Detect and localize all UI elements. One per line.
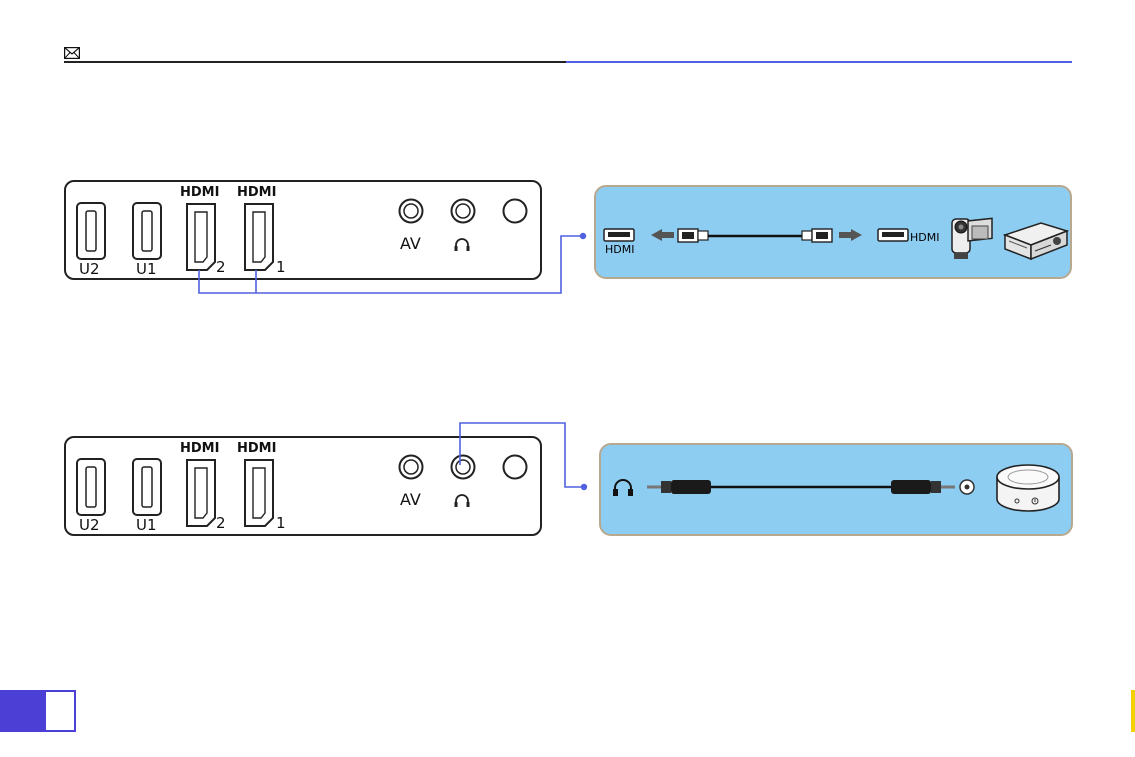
speaker-icon xyxy=(993,459,1063,515)
av-jack xyxy=(398,198,424,224)
headphone-jack xyxy=(450,198,476,224)
hdmi-number-2: 2 xyxy=(216,514,226,532)
camcorder-icon xyxy=(948,209,998,261)
usb-port-1 xyxy=(132,202,162,260)
hdmi-label-port1: HDMI xyxy=(237,441,276,456)
headphone-icon xyxy=(613,480,633,496)
projector-icon xyxy=(1001,219,1071,263)
page-tab xyxy=(0,690,76,732)
hdmi-port-1 xyxy=(243,458,275,528)
hdmi-label-port2: HDMI xyxy=(180,441,219,456)
connection-line-hdmi xyxy=(190,225,590,300)
hdmi-label-port1: HDMI xyxy=(237,185,276,200)
usb-label-u1: U1 xyxy=(136,260,157,278)
page-edge-marker xyxy=(1131,690,1135,732)
hdmi-device-box: HDMI HDMI xyxy=(594,185,1072,279)
hdmi-cable-illustration xyxy=(596,187,1070,277)
usb-port-1 xyxy=(132,458,162,516)
usb-port-2 xyxy=(76,458,106,516)
hdmi-socket-label-right: HDMI xyxy=(910,231,939,244)
hdmi-port-2 xyxy=(185,458,217,528)
usb-label-u1: U1 xyxy=(136,516,157,534)
av-label: AV xyxy=(400,490,421,509)
page-tab-number-area xyxy=(44,690,76,732)
connection-line-audio xyxy=(450,415,590,495)
usb-label-u2: U2 xyxy=(79,260,100,278)
hdmi-label-port2: HDMI xyxy=(180,185,219,200)
hdmi-socket-label-left: HDMI xyxy=(605,243,634,256)
power-jack xyxy=(502,198,528,224)
header-rule xyxy=(64,61,566,63)
audio-device-box xyxy=(599,443,1073,536)
page-tab-accent xyxy=(0,690,44,732)
hdmi-number-1: 1 xyxy=(276,514,286,532)
header-rule-accent xyxy=(566,61,1072,63)
av-jack xyxy=(398,454,424,480)
usb-port-2 xyxy=(76,202,106,260)
usb-label-u2: U2 xyxy=(79,516,100,534)
mail-icon xyxy=(64,47,80,59)
